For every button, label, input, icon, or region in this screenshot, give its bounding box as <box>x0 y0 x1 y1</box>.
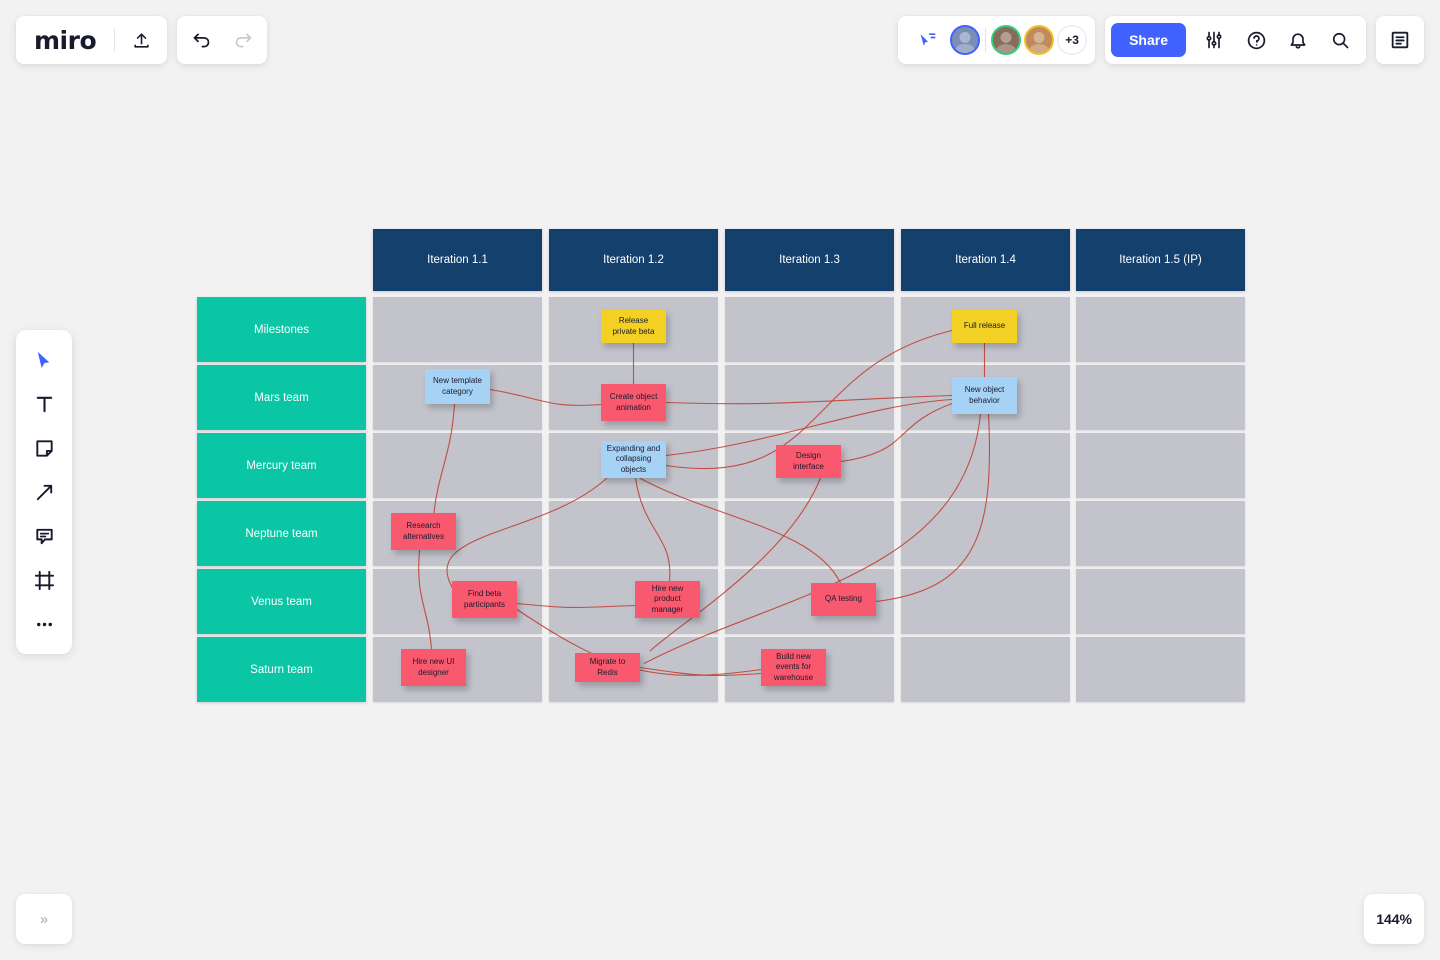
grid-cell[interactable] <box>725 365 894 430</box>
sticky-note[interactable]: Hire new UI designer <box>401 649 466 686</box>
comment-icon <box>35 528 53 544</box>
grid-cell[interactable] <box>901 569 1070 634</box>
sticky-note[interactable]: Build new events for warehouse <box>761 649 826 686</box>
sticky-note[interactable]: New object behavior <box>952 377 1017 414</box>
notifications-button[interactable] <box>1278 20 1318 60</box>
expand-sidebar-button[interactable]: » <box>16 894 72 944</box>
sticky-note-icon <box>35 439 53 457</box>
grid-cell[interactable] <box>549 501 718 566</box>
zoom-level-button[interactable]: 144% <box>1364 894 1424 944</box>
search-icon <box>1332 32 1349 49</box>
grid-cell[interactable] <box>1076 365 1245 430</box>
avatar[interactable] <box>950 25 981 55</box>
grid-cell[interactable] <box>725 501 894 566</box>
row-label[interactable]: Neptune team <box>197 501 366 566</box>
avatar-overflow-badge[interactable]: +3 <box>1057 25 1088 55</box>
avatar-list: +3 <box>950 25 1088 55</box>
row-label[interactable]: Mars team <box>197 365 366 430</box>
grid-cell[interactable] <box>1076 637 1245 702</box>
sticky-note[interactable]: New template category <box>425 369 490 404</box>
more-tool[interactable] <box>24 604 64 644</box>
sticky-note[interactable]: QA testing <box>811 583 876 616</box>
grid-cell[interactable] <box>1076 297 1245 362</box>
grid-cell[interactable] <box>373 297 542 362</box>
divider <box>114 28 116 52</box>
upload-button[interactable] <box>121 20 161 60</box>
grid-cell[interactable] <box>901 501 1070 566</box>
frame-tool[interactable] <box>24 560 64 600</box>
row-label[interactable]: Milestones <box>197 297 366 362</box>
grid-cell[interactable] <box>901 637 1070 702</box>
share-group: Share <box>1105 16 1366 64</box>
panel-icon <box>1391 31 1409 49</box>
undo-button[interactable] <box>181 20 221 60</box>
row-label[interactable]: Venus team <box>197 569 366 634</box>
column-header[interactable]: Iteration 1.1 <box>373 229 542 291</box>
grid-cell[interactable] <box>1076 569 1245 634</box>
share-button[interactable]: Share <box>1111 23 1186 57</box>
sticky-note[interactable]: Create object animation <box>601 384 666 421</box>
redo-button[interactable] <box>223 20 263 60</box>
grid-cell[interactable] <box>373 433 542 498</box>
sticky-note[interactable]: Research alternatives <box>391 513 456 550</box>
redo-icon <box>235 33 251 47</box>
miro-logo[interactable]: miro <box>34 25 97 55</box>
comment-tool[interactable] <box>24 516 64 556</box>
column-header[interactable]: Iteration 1.4 <box>901 229 1070 291</box>
more-dots-icon <box>36 622 52 626</box>
grid-cell[interactable] <box>1076 433 1245 498</box>
sticky-note[interactable]: Full release <box>952 310 1017 343</box>
sticky-note[interactable]: Release private beta <box>601 310 666 343</box>
right-panel-group <box>1376 16 1424 64</box>
column-header[interactable]: Iteration 1.3 <box>725 229 894 291</box>
column-header[interactable]: Iteration 1.2 <box>549 229 718 291</box>
undo-icon <box>193 33 209 47</box>
sticky-note[interactable]: Expanding and collapsing objects <box>601 441 666 478</box>
upload-icon <box>134 32 149 48</box>
sticky-note[interactable]: Hire new product manager <box>635 581 700 618</box>
top-left-toolbar: miro <box>16 16 268 64</box>
cursor-follow-icon <box>920 33 936 46</box>
grid-cell[interactable] <box>901 433 1070 498</box>
help-button[interactable] <box>1236 20 1276 60</box>
grid-cell[interactable] <box>725 297 894 362</box>
search-button[interactable] <box>1320 20 1360 60</box>
avatar[interactable] <box>1024 25 1055 55</box>
sticky-note[interactable]: Migrate to Redis <box>575 653 640 682</box>
sticky-note[interactable]: Find beta participants <box>452 581 517 618</box>
logo-group: miro <box>16 16 168 64</box>
sticky-note[interactable]: Design interface <box>776 445 841 478</box>
undo-redo-group <box>177 16 268 64</box>
collaborators-group: +3 <box>898 16 1096 64</box>
bell-icon <box>1290 33 1306 49</box>
divider <box>985 28 987 52</box>
top-right-toolbar: +3 Share <box>898 16 1424 64</box>
row-label[interactable]: Mercury team <box>197 433 366 498</box>
tool-rail <box>16 330 72 654</box>
follow-cursor-button[interactable] <box>908 20 948 60</box>
text-icon <box>36 396 52 412</box>
cursor-icon <box>37 351 49 368</box>
arrow-icon <box>36 484 52 500</box>
sliders-icon <box>1206 31 1222 49</box>
arrow-tool[interactable] <box>24 472 64 512</box>
panel-button[interactable] <box>1380 20 1420 60</box>
row-label[interactable]: Saturn team <box>197 637 366 702</box>
select-tool[interactable] <box>24 340 64 380</box>
sticky-tool[interactable] <box>24 428 64 468</box>
grid-cell[interactable] <box>1076 501 1245 566</box>
frame-icon <box>34 570 54 590</box>
settings-button[interactable] <box>1194 20 1234 60</box>
avatar[interactable] <box>991 25 1022 55</box>
column-header[interactable]: Iteration 1.5 (IP) <box>1076 229 1245 291</box>
help-circle-icon <box>1247 31 1265 49</box>
text-tool[interactable] <box>24 384 64 424</box>
